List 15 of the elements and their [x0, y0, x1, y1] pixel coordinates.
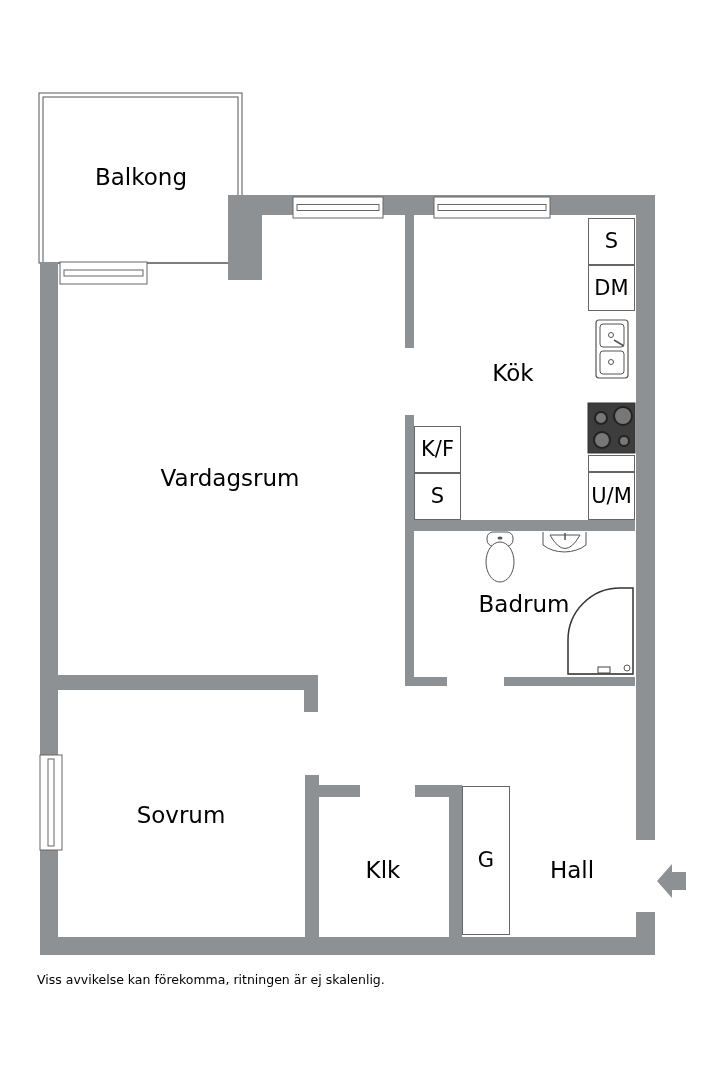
cabinet-box: U/M — [588, 472, 635, 520]
cabinet-box: G — [462, 786, 510, 935]
room-label: Sovrum — [136, 803, 226, 827]
caption: Viss avvikelse kan förekomma, ritningen är ej skalenlig. — [37, 971, 385, 989]
room-label: Badrum — [478, 592, 570, 616]
room-label: Balkong — [95, 165, 187, 189]
cabinet-box: K/F — [414, 426, 461, 473]
room-label: Kök — [492, 361, 534, 385]
room-label: Hall — [549, 858, 595, 882]
cabinet-box: S — [414, 473, 461, 520]
cabinet-box — [588, 455, 635, 472]
cabinet-box: S — [588, 218, 635, 265]
room-label: Klk — [365, 858, 401, 882]
cabinet-box: DM — [588, 265, 635, 311]
room-label: Vardagsrum — [160, 466, 300, 490]
